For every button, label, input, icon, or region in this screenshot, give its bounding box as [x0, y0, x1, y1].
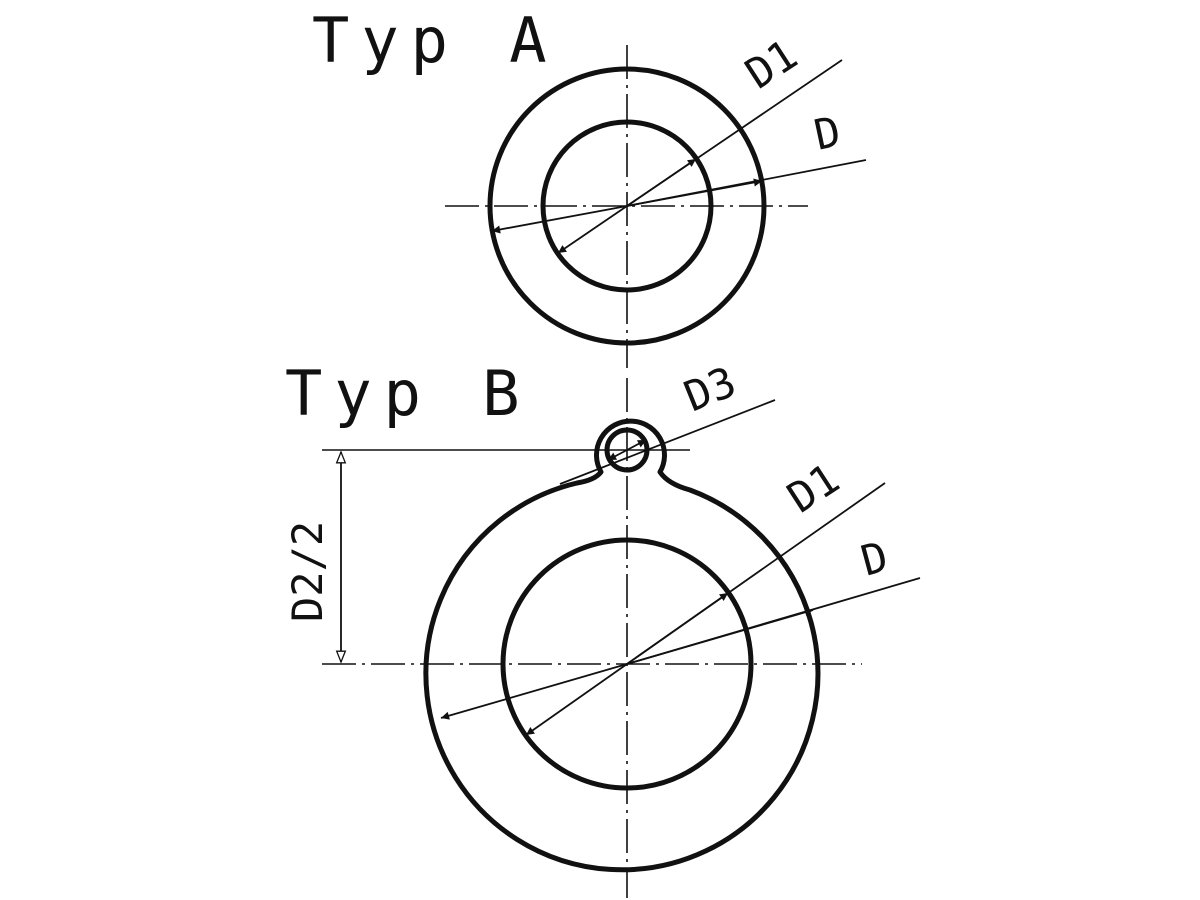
type-b-d3-leader [559, 399, 776, 485]
type-b-d1-arrow-in [525, 663, 628, 736]
type-b-title: Typ B [285, 357, 532, 430]
type-a-d-arrow-out [626, 178, 763, 207]
type-b-d3-arrow-b [607, 449, 628, 461]
type-a-d1-arrow-out [626, 158, 697, 207]
type-b-inner-circle [500, 537, 754, 791]
type-b-view: Typ B D3 D1 D D2/2 [283, 357, 921, 898]
type-a-d-arrow-in [491, 205, 628, 234]
type-a-outer-circle [487, 66, 767, 346]
type-a-d-label: D [810, 107, 845, 160]
type-a-d1-arrow-in [557, 205, 628, 254]
type-a-title: Typ A [312, 4, 559, 77]
type-b-d-arrow-out [626, 608, 814, 665]
type-b-d2-half-label: D2/2 [283, 521, 332, 622]
type-a-inner-circle [540, 119, 714, 293]
type-b-outer-contour-with-lug [423, 418, 821, 873]
type-b-d-label: D [856, 532, 893, 586]
type-b-d3-label: D3 [677, 357, 742, 421]
type-b-d3-arrow-a [626, 439, 647, 451]
type-a-view: Typ A D1 D [312, 4, 867, 368]
type-b-d1-label: D1 [779, 454, 848, 523]
type-b-d-arrow-in [440, 663, 628, 720]
type-a-d1-label: D1 [737, 30, 806, 99]
type-b-d1-arrow-out [626, 592, 729, 665]
